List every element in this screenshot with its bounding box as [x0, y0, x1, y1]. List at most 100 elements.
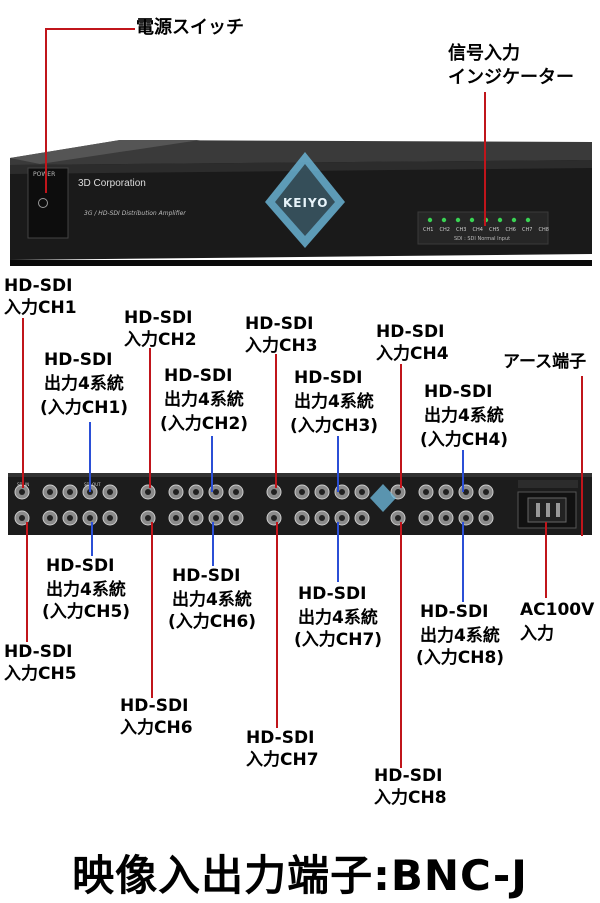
model-name: 3G / HD-SDI Distribution Amplifier: [84, 210, 186, 217]
indicator-ch5: CH5: [489, 227, 500, 233]
label-input-ch7-a: HD-SDI: [246, 728, 315, 748]
footer-title: 映像入出力端子:BNC-J: [72, 851, 528, 900]
label-output-ch3-c: (入力CH3): [290, 416, 379, 436]
bnc-pin: [213, 515, 219, 521]
indicator-ch6: CH6: [505, 227, 516, 233]
label-output-ch5-b: 出力4系統: [46, 580, 126, 600]
bnc-pin: [395, 515, 401, 521]
label-output-ch4-c: (入力CH4): [420, 430, 509, 450]
label-output-ch6-a: HD-SDI: [172, 566, 241, 586]
indicator-ch8: CH8: [538, 227, 549, 233]
label-input-ch5-a: HD-SDI: [4, 642, 73, 662]
bnc-pin: [359, 515, 365, 521]
bnc-pin: [463, 515, 469, 521]
label-output-ch8-a: HD-SDI: [420, 602, 489, 622]
leader-output-ch4: [462, 450, 464, 492]
bnc-pin: [47, 489, 53, 495]
label-output-ch2-a: HD-SDI: [164, 366, 233, 386]
label-output-ch5-c: (入力CH5): [42, 602, 131, 622]
bnc-pin: [87, 515, 93, 521]
bnc-pin: [19, 489, 25, 495]
leader-output-ch1: [89, 422, 91, 492]
bnc-pin: [271, 489, 277, 495]
label-output-ch7-c: (入力CH7): [294, 630, 383, 650]
leader-input-ch5: [26, 522, 28, 642]
label-output-ch4-a: HD-SDI: [424, 382, 493, 402]
bnc-pin: [299, 489, 305, 495]
leader-output-ch3: [337, 436, 339, 492]
leader-output-ch7: [337, 522, 339, 582]
label-output-ch8-c: (入力CH8): [416, 648, 505, 668]
signal-indicator-label-1: 信号入力: [448, 43, 520, 64]
bnc-pin: [359, 489, 365, 495]
bnc-pin: [213, 489, 219, 495]
label-input-ch1-b: 入力CH1: [4, 298, 77, 318]
bnc-pin: [107, 489, 113, 495]
leader-input-ch8: [400, 522, 402, 768]
device-rear-panel: [8, 473, 592, 535]
channel-labels: CH1 CH2 CH3 CH4 CH5 CH6 CH7 CH8: [423, 227, 549, 233]
power-leader-v: [45, 28, 47, 193]
brand-name: 3D Corporation: [78, 178, 146, 189]
bnc-pin: [483, 489, 489, 495]
bnc-pin: [47, 515, 53, 521]
leader-output-ch2: [211, 436, 213, 492]
label-output-ch1-c: (入力CH1): [40, 398, 129, 418]
label-input-ch2-a: HD-SDI: [124, 308, 193, 328]
power-switch[interactable]: [38, 198, 48, 208]
label-ac-2: 入力: [520, 624, 554, 644]
power-switch-label: 電源スイッチ: [136, 17, 244, 38]
label-output-ch1-b: 出力4系統: [44, 374, 124, 394]
bnc-pin: [67, 489, 73, 495]
device-front-panel: [10, 140, 592, 266]
indicator-ch7: CH7: [522, 227, 533, 233]
leader-ac: [545, 522, 547, 598]
bnc-pin: [233, 489, 239, 495]
indicator-caption: SDI : SDI Normal Input: [454, 236, 511, 242]
label-output-ch6-c: (入力CH6): [168, 612, 257, 632]
label-output-ch4-b: 出力4系統: [424, 406, 504, 426]
label-input-ch6-b: 入力CH6: [120, 718, 193, 738]
bnc-pin: [67, 515, 73, 521]
indicator-leader: [484, 92, 486, 226]
label-output-ch2-b: 出力4系統: [164, 390, 244, 410]
label-output-ch6-b: 出力4系統: [172, 590, 252, 610]
bnc-pin: [193, 489, 199, 495]
label-ac-1: AC100V: [520, 600, 595, 620]
leader-output-ch5: [91, 522, 93, 556]
signal-indicator-label-2: インジケーター: [448, 67, 574, 88]
label-output-ch3-b: 出力4系統: [294, 392, 374, 412]
leader-output-ch6: [212, 522, 214, 566]
label-input-ch7-b: 入力CH7: [246, 750, 319, 770]
bnc-pin: [233, 515, 239, 521]
leader-input-ch6: [151, 522, 153, 698]
label-earth: アース端子: [503, 352, 587, 372]
bnc-pin: [339, 515, 345, 521]
label-input-ch3-b: 入力CH3: [245, 336, 318, 356]
label-input-ch6-a: HD-SDI: [120, 696, 189, 716]
label-input-ch4-a: HD-SDI: [376, 322, 445, 342]
indicator-ch2: CH2: [439, 227, 450, 233]
leader-input-ch4: [400, 364, 402, 488]
bnc-pin: [87, 489, 93, 495]
label-input-ch4-b: 入力CH4: [376, 344, 449, 364]
power-label: POWER: [33, 171, 55, 178]
label-output-ch2-c: (入力CH2): [160, 414, 249, 434]
label-input-ch5-b: 入力CH5: [4, 664, 77, 684]
bnc-pin: [193, 515, 199, 521]
bnc-pin: [107, 515, 113, 521]
indicator-ch1: CH1: [423, 227, 434, 233]
power-leader-h: [45, 28, 135, 30]
bnc-pin: [319, 515, 325, 521]
bnc-pin: [145, 515, 151, 521]
label-input-ch8-a: HD-SDI: [374, 766, 443, 786]
bnc-pin: [173, 515, 179, 521]
bnc-pin: [319, 489, 325, 495]
bnc-pin: [395, 489, 401, 495]
rear-sdi-out-label: SDI OUT: [84, 482, 101, 487]
bnc-pin: [299, 515, 305, 521]
label-input-ch2-b: 入力CH2: [124, 330, 197, 350]
leader-output-ch8: [462, 522, 464, 602]
bnc-pin: [483, 515, 489, 521]
bnc-pin: [145, 489, 151, 495]
